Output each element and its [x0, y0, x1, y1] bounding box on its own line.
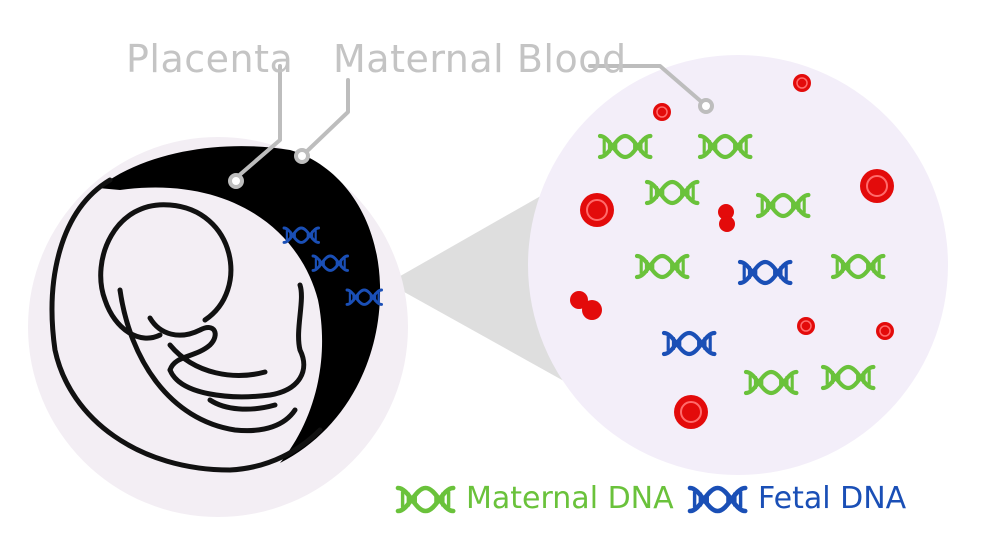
red-blood-cell-icon	[582, 300, 602, 320]
red-blood-cells	[570, 74, 894, 429]
red-blood-cell-icon	[797, 317, 815, 335]
placenta-callout-line	[234, 64, 282, 180]
maternal-blood-callout-line	[302, 78, 350, 156]
red-blood-cell-icon	[653, 103, 671, 121]
red-blood-cell-icon	[793, 74, 811, 92]
legend-maternal-dna-label: Maternal DNA	[466, 481, 674, 516]
legend-fetal-dna-icon	[690, 488, 745, 511]
red-blood-cell-icon	[719, 216, 735, 232]
placenta-callout-dot	[228, 173, 244, 189]
fetus-outline-icon	[49, 177, 323, 473]
maternal-blood-zoom-callout-dot	[698, 98, 714, 114]
red-blood-cell-icon	[580, 193, 614, 227]
maternal-blood-circle	[528, 55, 948, 475]
red-blood-cell-icon	[718, 204, 734, 220]
legend-fetal-dna-label: Fetal DNA	[758, 481, 907, 516]
legend-maternal-dna-icon	[398, 488, 453, 511]
red-blood-cell-icon	[674, 395, 708, 429]
maternal-blood-zoom-callout-line	[588, 64, 706, 106]
placenta-label: Placenta	[126, 37, 294, 81]
red-blood-cell-icon	[860, 169, 894, 203]
placenta-crescent	[98, 146, 381, 463]
maternal-blood-label: Maternal Blood	[333, 37, 627, 81]
red-blood-cell-icon	[876, 322, 894, 340]
red-blood-cell-icon	[570, 291, 588, 309]
maternal-blood-callout-dot	[294, 148, 310, 164]
